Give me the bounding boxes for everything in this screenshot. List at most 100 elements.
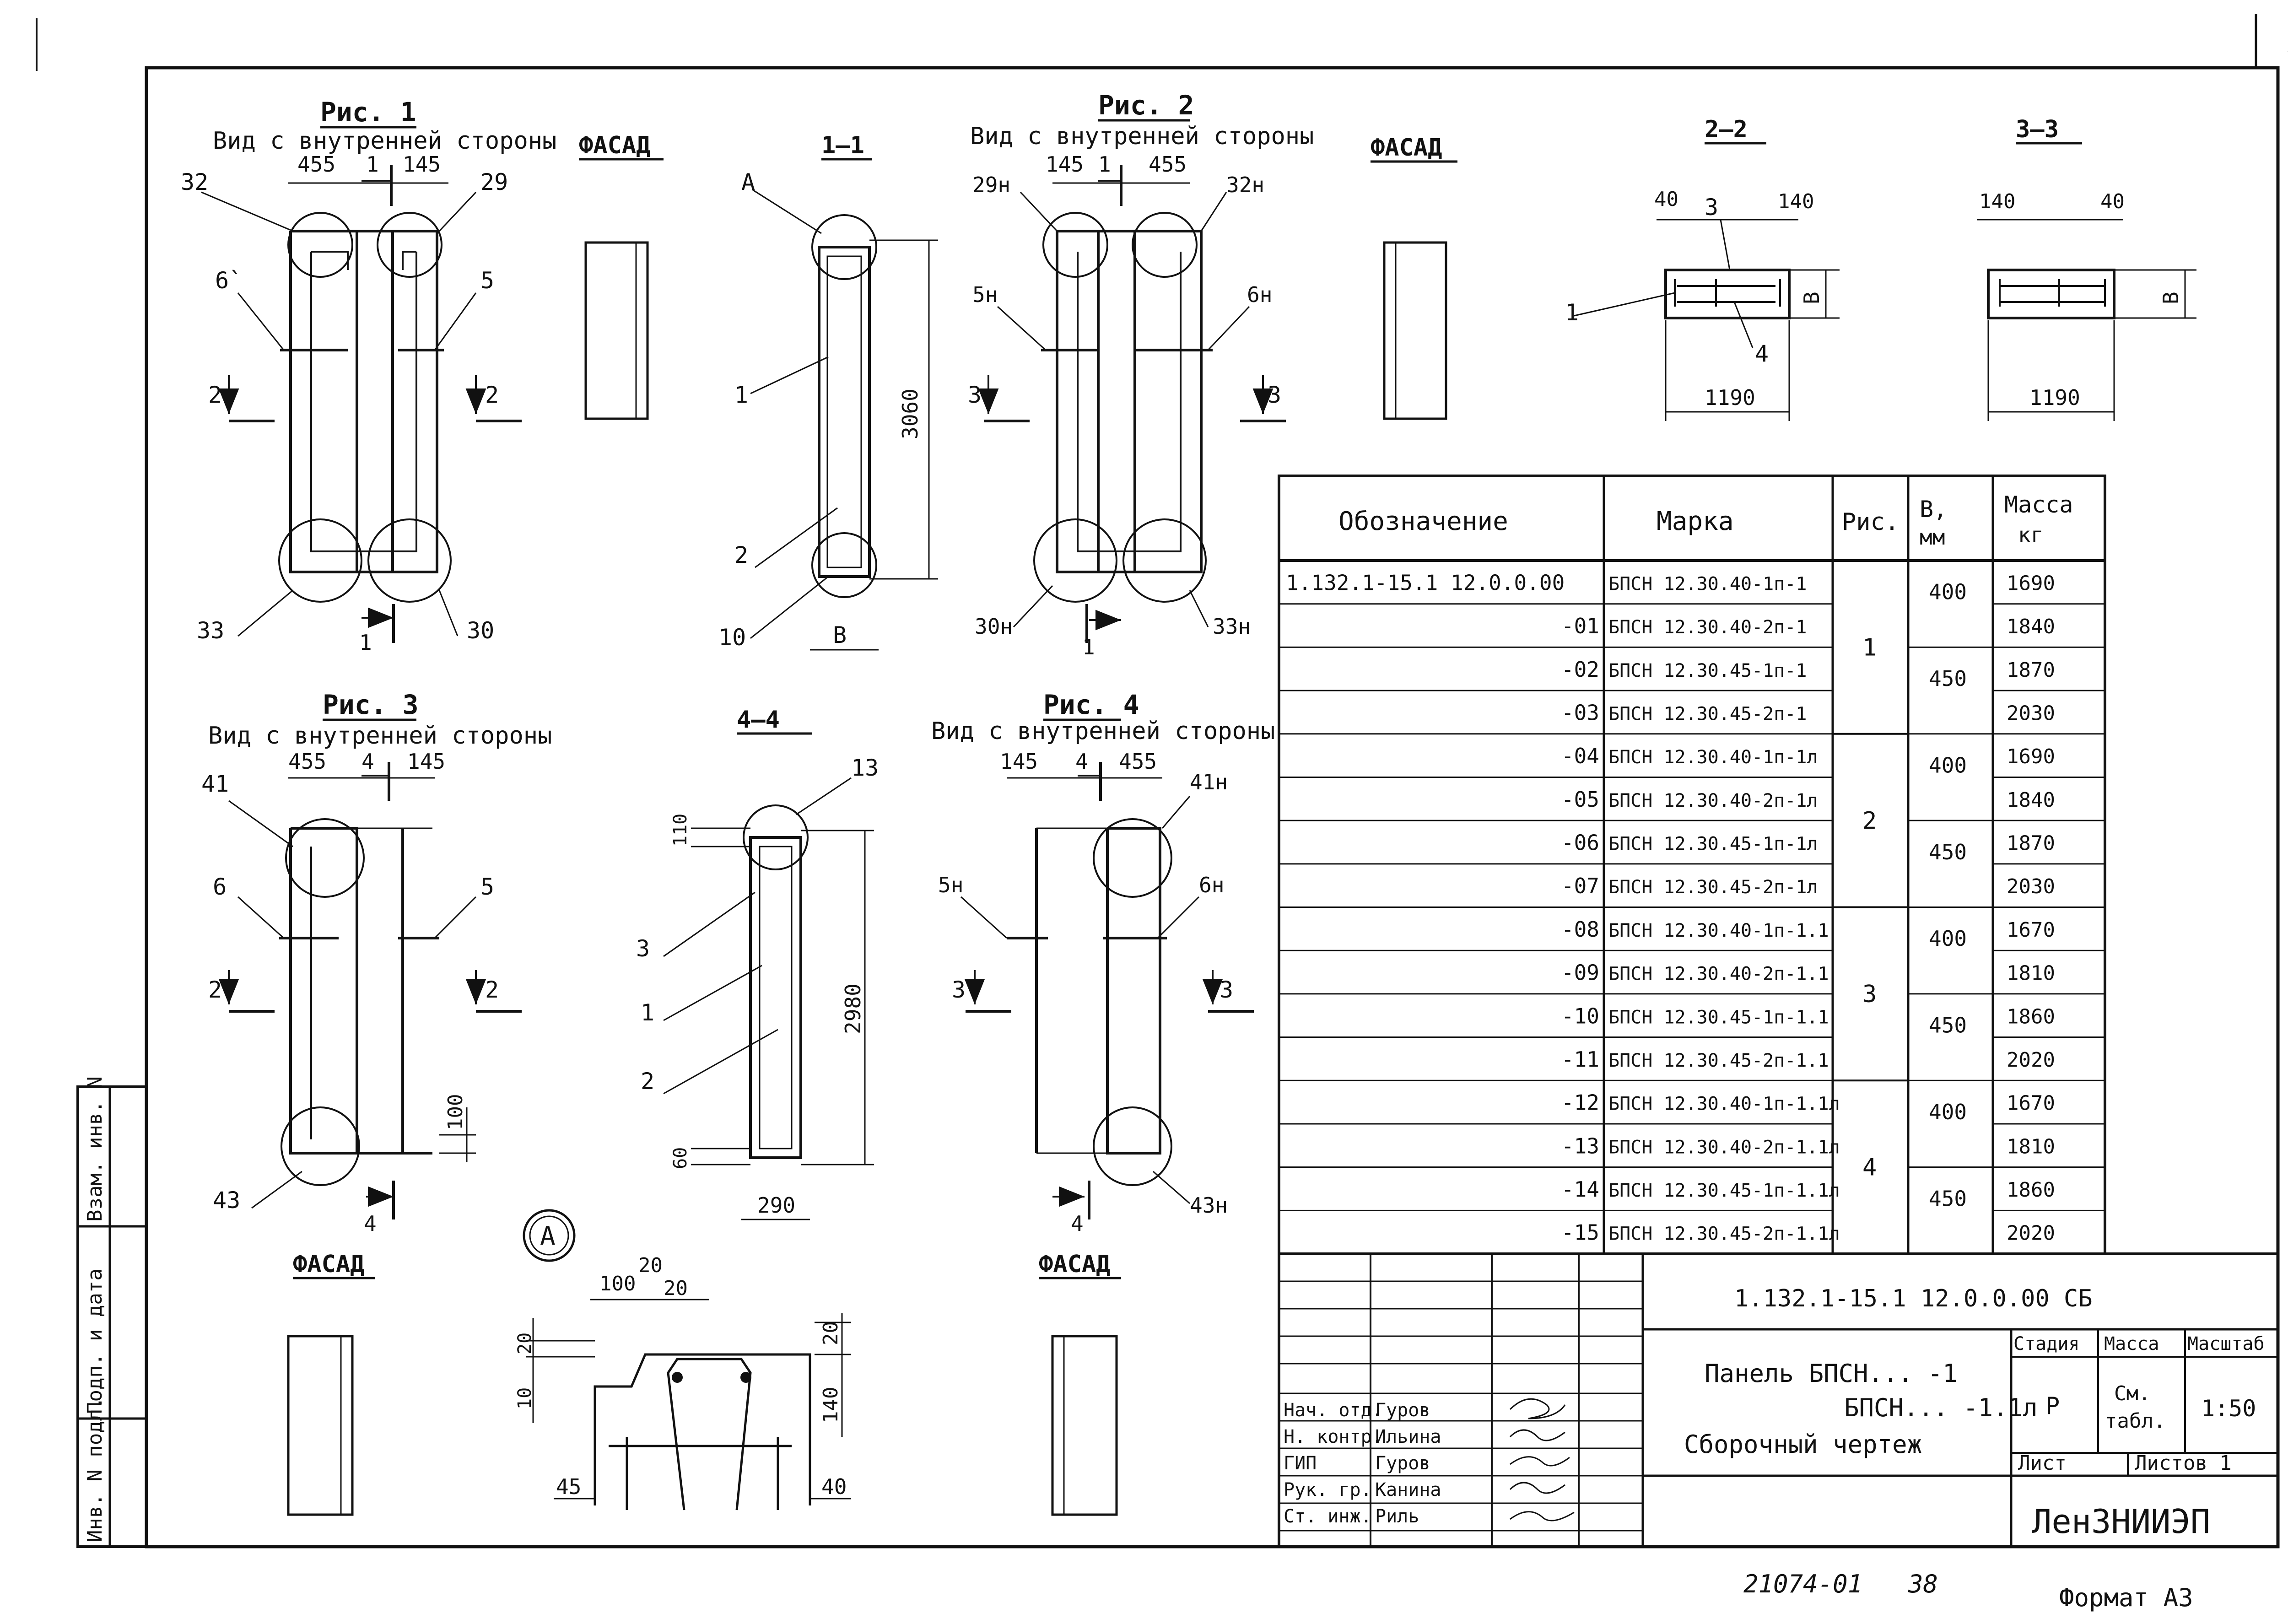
fig1-dim-left: 455 xyxy=(297,152,335,177)
spec-cell-mark: БПСН 12.30.40-1п-1.1л xyxy=(1608,1094,1840,1115)
svg-text:Р: Р xyxy=(2045,1392,2060,1420)
side-stamp-inv: Инв. N подл. xyxy=(83,1397,107,1542)
fasad-4: ФАСАД xyxy=(1039,1251,1121,1516)
svg-text:См.: См. xyxy=(2114,1382,2150,1405)
spec-cell-mark: БПСН 12.30.45-2п-1л xyxy=(1608,877,1818,898)
spec-cell-code: -13 xyxy=(1561,1133,1599,1158)
fasad4-title: ФАСАД xyxy=(1039,1251,1111,1278)
svg-text:20: 20 xyxy=(638,1254,663,1277)
spec-cell-mass: 1870 xyxy=(2007,832,2055,855)
spec-cell-code: 1.132.1-15.1 12.0.0.00 xyxy=(1286,570,1565,595)
svg-text:20: 20 xyxy=(514,1333,535,1354)
spec-cell-fig: 1 xyxy=(1862,634,1877,661)
svg-text:455: 455 xyxy=(288,749,326,774)
svg-text:1: 1 xyxy=(366,152,379,177)
spec-cell-code: -12 xyxy=(1561,1090,1599,1115)
svg-text:33н: 33н xyxy=(1213,614,1251,639)
svg-text:100: 100 xyxy=(599,1272,636,1295)
spec-cell-mark: БПСН 12.30.45-1п-1.1л xyxy=(1608,1180,1840,1201)
fig3-subtitle: Вид с внутренней стороны xyxy=(208,722,552,750)
svg-text:3: 3 xyxy=(636,935,650,962)
svg-text:Листов 1: Листов 1 xyxy=(2135,1451,2232,1475)
svg-text:2: 2 xyxy=(485,382,499,408)
svg-text:3: 3 xyxy=(1705,194,1718,221)
svg-text:табл.: табл. xyxy=(2105,1409,2165,1433)
svg-text:4: 4 xyxy=(362,749,374,774)
spec-cell-code: -07 xyxy=(1561,874,1599,898)
spec-cell-b: 450 xyxy=(1929,1013,1967,1038)
fig1-label-br: 30 xyxy=(467,617,494,644)
svg-text:29н: 29н xyxy=(972,173,1010,197)
svg-text:А: А xyxy=(741,169,755,195)
stamp-role: Н. контр. xyxy=(1284,1426,1383,1447)
sec22-title: 2–2 xyxy=(1705,116,1748,143)
svg-text:2: 2 xyxy=(485,977,499,1003)
spec-cell-mass: 2030 xyxy=(2007,701,2055,725)
svg-text:40: 40 xyxy=(1654,188,1678,211)
fig1-title: Рис. 1 xyxy=(320,97,416,128)
sec44-title: 4–4 xyxy=(737,706,780,734)
fig1-label-tr: 29 xyxy=(480,169,508,195)
svg-text:В: В xyxy=(833,622,847,648)
fasad-1: ФАСАД xyxy=(579,132,664,420)
spec-cell-code: -05 xyxy=(1561,787,1599,812)
svg-text:6: 6 xyxy=(213,874,227,900)
fig1-label-bl: 33 xyxy=(197,617,224,644)
stamp-name: Ильина xyxy=(1375,1426,1441,1447)
spec-header-mark: Марка xyxy=(1657,507,1734,536)
svg-text:1:50: 1:50 xyxy=(2201,1395,2256,1422)
svg-text:3: 3 xyxy=(1220,977,1233,1003)
spec-cell-code: -08 xyxy=(1561,917,1599,942)
svg-text:3: 3 xyxy=(1268,382,1281,408)
svg-text:2: 2 xyxy=(734,542,748,568)
svg-text:43: 43 xyxy=(213,1187,240,1214)
svg-text:5н: 5н xyxy=(972,282,998,307)
sheet-frame xyxy=(145,66,2280,1548)
spec-header-mass: Масса xyxy=(2004,491,2073,518)
fig1-dim-right: 145 xyxy=(403,152,441,177)
spec-header-designation: Обозначение xyxy=(1338,507,1508,536)
spec-cell-mark: БПСН 12.30.45-1п-1 xyxy=(1608,660,1807,681)
side-stamp: Инв. N подл. Подп. и дата Взам. инв. N xyxy=(76,1076,148,1548)
svg-text:4: 4 xyxy=(1075,749,1088,774)
svg-text:10: 10 xyxy=(514,1387,535,1409)
spec-cell-b: 400 xyxy=(1929,926,1967,951)
fasad2-title: ФАСАД xyxy=(1371,134,1442,162)
fig2-subtitle: Вид с внутренней стороны xyxy=(970,123,1314,150)
stamp-role: Рук. гр. xyxy=(1284,1479,1372,1500)
fig1-subtitle: Вид с внутренней стороны xyxy=(213,127,556,155)
svg-text:кг: кг xyxy=(2018,523,2043,547)
stamp-title-1: Панель БПСН... -1 xyxy=(1705,1359,1958,1388)
svg-text:140: 140 xyxy=(1979,190,2015,213)
stamp-name: Гуров xyxy=(1375,1453,1430,1474)
spec-cell-b: 450 xyxy=(1929,840,1967,864)
spec-cell-b: 400 xyxy=(1929,580,1967,604)
figure-1: Рис. 1 Вид с внутренней стороны 455 145 … xyxy=(181,97,556,655)
svg-text:1: 1 xyxy=(1098,152,1111,177)
svg-text:455: 455 xyxy=(1119,749,1157,774)
svg-text:Масштаб: Масштаб xyxy=(2187,1333,2265,1354)
svg-text:145: 145 xyxy=(1046,152,1084,177)
stamp-title-3: Сборочный чертеж xyxy=(1684,1430,1922,1459)
spec-cell-b: 400 xyxy=(1929,1100,1967,1124)
spec-cell-mass: 1810 xyxy=(2007,1135,2055,1158)
spec-cell-mark: БПСН 12.30.45-2п-1 xyxy=(1608,703,1807,724)
fasad-3: ФАСАД xyxy=(287,1251,375,1516)
spec-cell-code: -03 xyxy=(1561,700,1599,725)
fig4-title: Рис. 4 xyxy=(1043,689,1139,720)
spec-cell-b: 400 xyxy=(1929,753,1967,777)
svg-text:1190: 1190 xyxy=(2029,385,2080,410)
spec-cell-mass: 2020 xyxy=(2007,1222,2055,1245)
svg-text:мм: мм xyxy=(1920,525,1945,550)
figure-4: Рис. 4 Вид с внутренней стороны 145 455 … xyxy=(931,689,1275,1236)
side-stamp-replace: Взам. инв. N xyxy=(83,1076,107,1222)
sec11-dim-h: 3060 xyxy=(898,388,923,439)
spec-cell-code: -04 xyxy=(1561,744,1599,768)
svg-text:1: 1 xyxy=(641,999,654,1026)
svg-text:10: 10 xyxy=(718,624,746,651)
sec11-title: 1–1 xyxy=(821,132,864,159)
stamp-doc-code: 1.132.1-15.1 12.0.0.00 СБ xyxy=(1734,1285,2093,1312)
spec-cell-mass: 1860 xyxy=(2007,1005,2055,1028)
spec-header-fig: Рис. xyxy=(1842,508,1899,536)
fig1-label-ml: 6` xyxy=(215,267,243,294)
